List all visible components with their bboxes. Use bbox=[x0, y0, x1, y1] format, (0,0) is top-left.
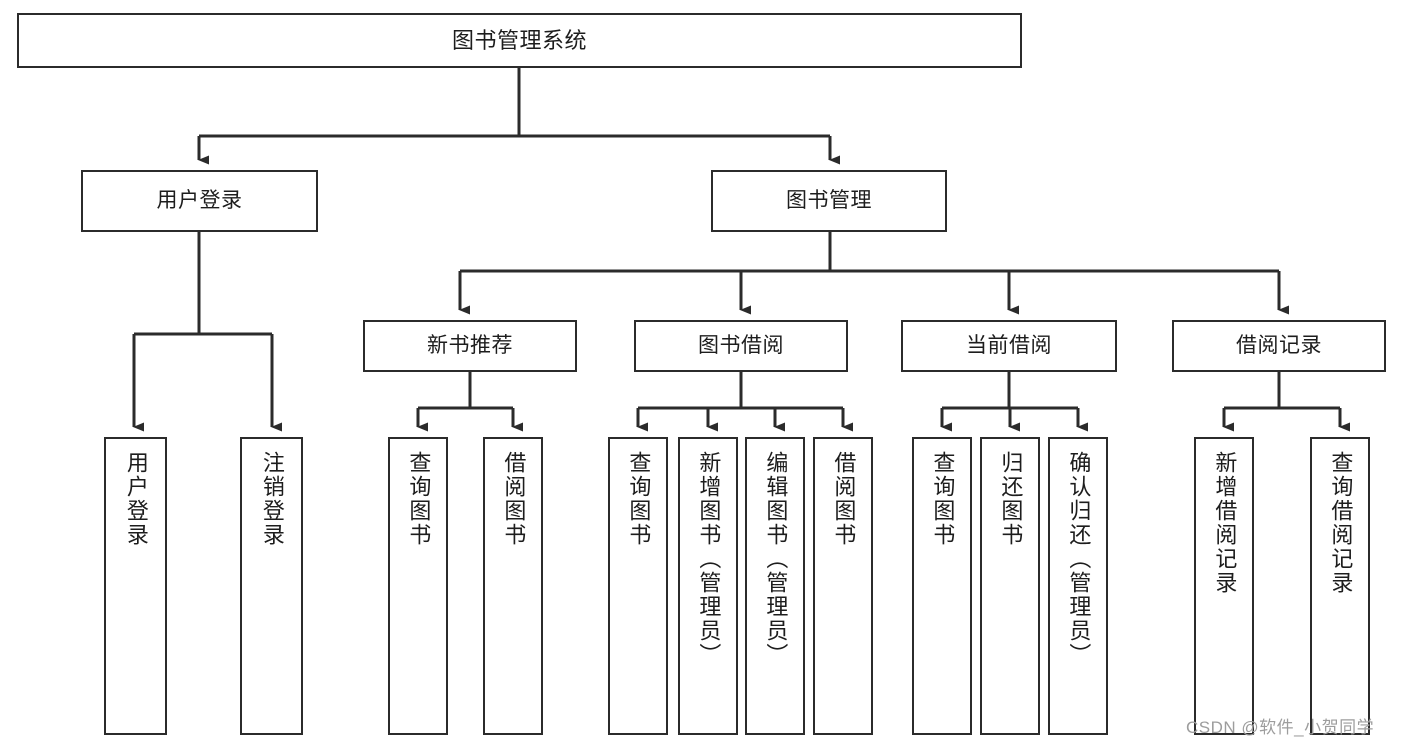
node-book-management-label: 图书管理 bbox=[786, 188, 872, 212]
node-current-borrow-label: 当前借阅 bbox=[966, 333, 1052, 357]
node-book-borrow-label: 图书借阅 bbox=[698, 333, 784, 357]
leaf-add-borrow-record-label: 新增借阅记录 bbox=[1212, 451, 1238, 595]
leaf-query-book-recommend-label: 查询图书 bbox=[406, 451, 432, 547]
leaf-user-login[interactable]: 用户登录 bbox=[104, 437, 167, 735]
leaf-return-book[interactable]: 归还图书 bbox=[980, 437, 1040, 735]
leaf-edit-book-admin[interactable]: 编辑图书（管理员） bbox=[745, 437, 805, 735]
leaf-borrow-book-label: 借阅图书 bbox=[831, 451, 857, 547]
node-borrow-record-label: 借阅记录 bbox=[1236, 333, 1322, 357]
leaf-query-book-current-label: 查询图书 bbox=[930, 451, 956, 547]
leaf-query-borrow-record-label: 查询借阅记录 bbox=[1328, 451, 1354, 595]
leaf-add-book-admin[interactable]: 新增图书（管理员） bbox=[678, 437, 738, 735]
leaf-borrow-book-recommend-label: 借阅图书 bbox=[501, 451, 527, 547]
leaf-add-borrow-record[interactable]: 新增借阅记录 bbox=[1194, 437, 1254, 735]
leaf-query-borrow-record[interactable]: 查询借阅记录 bbox=[1310, 437, 1370, 735]
leaf-query-book-current[interactable]: 查询图书 bbox=[912, 437, 972, 735]
node-book-management[interactable]: 图书管理 bbox=[711, 170, 947, 232]
leaf-user-login-label: 用户登录 bbox=[123, 451, 149, 547]
leaf-query-book-recommend[interactable]: 查询图书 bbox=[388, 437, 448, 735]
leaf-logout-label: 注销登录 bbox=[259, 451, 285, 547]
leaf-return-book-label: 归还图书 bbox=[998, 451, 1024, 547]
leaf-query-book-borrow-label: 查询图书 bbox=[626, 451, 652, 547]
leaf-query-book-borrow[interactable]: 查询图书 bbox=[608, 437, 668, 735]
node-borrow-record[interactable]: 借阅记录 bbox=[1172, 320, 1386, 372]
leaf-logout[interactable]: 注销登录 bbox=[240, 437, 303, 735]
node-current-borrow[interactable]: 当前借阅 bbox=[901, 320, 1117, 372]
leaf-add-book-admin-label: 新增图书（管理员） bbox=[696, 451, 722, 667]
node-new-book-recommend-label: 新书推荐 bbox=[427, 333, 513, 357]
csdn-watermark: CSDN @软件_小贺同学 bbox=[1186, 718, 1375, 737]
node-book-borrow[interactable]: 图书借阅 bbox=[634, 320, 848, 372]
leaf-borrow-book[interactable]: 借阅图书 bbox=[813, 437, 873, 735]
node-root-label: 图书管理系统 bbox=[451, 27, 587, 53]
node-user-login-label: 用户登录 bbox=[156, 188, 243, 212]
leaf-borrow-book-recommend[interactable]: 借阅图书 bbox=[483, 437, 543, 735]
leaf-confirm-return-admin[interactable]: 确认归还（管理员） bbox=[1048, 437, 1108, 735]
leaf-edit-book-admin-label: 编辑图书（管理员） bbox=[763, 451, 789, 667]
node-user-login[interactable]: 用户登录 bbox=[81, 170, 318, 232]
node-root[interactable]: 图书管理系统 bbox=[17, 13, 1022, 68]
node-new-book-recommend[interactable]: 新书推荐 bbox=[363, 320, 577, 372]
leaf-confirm-return-admin-label: 确认归还（管理员） bbox=[1066, 451, 1092, 667]
